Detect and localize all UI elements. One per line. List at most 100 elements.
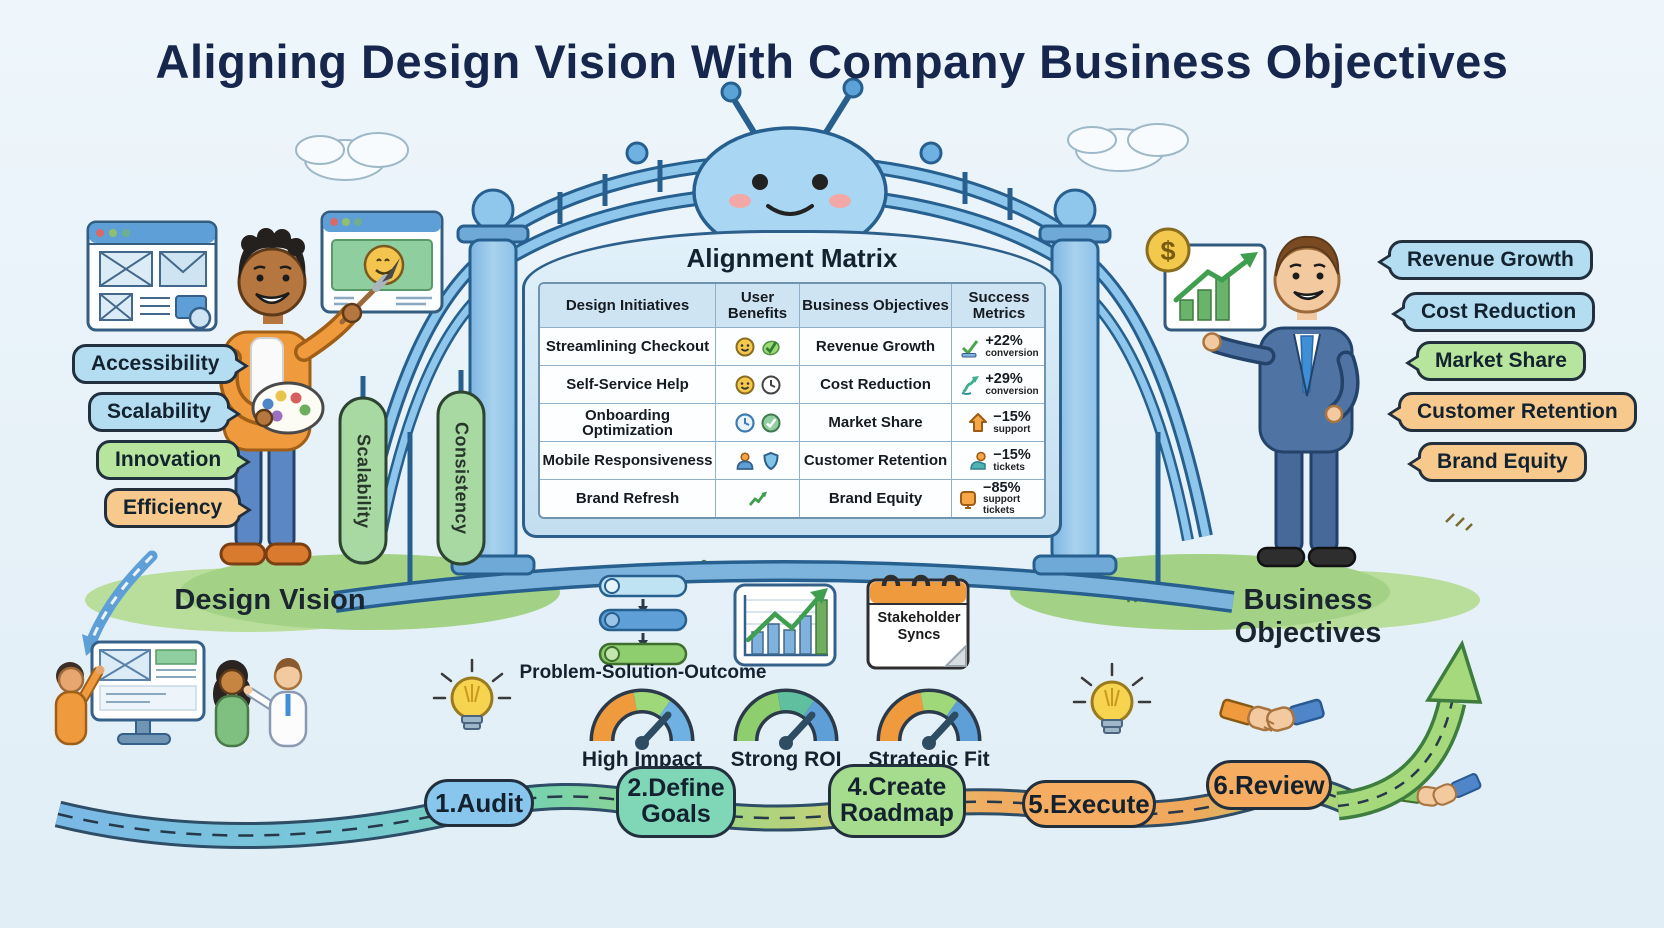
alignment-matrix-table: Design Initiatives User Benefits Busines… (538, 282, 1046, 519)
handshake-icon (1219, 698, 1325, 732)
benefits-cell (716, 442, 800, 480)
objective-cell: Customer Retention (800, 442, 952, 480)
teammate-figure (243, 658, 308, 748)
bar-chart-card-icon (733, 583, 837, 667)
design-value-bubble-innovation: Innovation (96, 440, 252, 480)
metric-label: conversion (985, 347, 1039, 359)
bridge-deck (333, 560, 1235, 613)
initiative-cell: Onboarding Optimization (540, 404, 716, 442)
gauge-label-strong-roi: Strong ROI (730, 748, 842, 771)
metric-label: tickets (993, 461, 1025, 473)
gauge-high-impact-icon (589, 688, 695, 750)
objective-bubble-market-share: Market Share (1405, 341, 1586, 381)
design-value-bubble-efficiency: Efficiency (104, 488, 253, 528)
presenter-figure (54, 662, 105, 746)
process-ribbon (54, 775, 1354, 850)
page-title: Aligning Design Vision With Company Busi… (155, 35, 1509, 88)
benefits-cell (716, 366, 800, 404)
metric-value: +22% (985, 333, 1023, 349)
smiley-window-icon (320, 210, 444, 314)
column-header: Design Initiatives (540, 284, 716, 328)
metric-cell: −85%support tickets (952, 479, 1044, 517)
metric-cell: −15%support (952, 404, 1044, 442)
initiative-cell: Mobile Responsiveness (540, 442, 716, 480)
meeting-scene (54, 550, 308, 748)
dollar-coin-icon: $ (1145, 227, 1191, 273)
metric-label: support tickets (983, 494, 1021, 516)
objective-bubble-revenue-growth: Revenue Growth (1377, 240, 1593, 280)
timeline-step-audit: 1.Audit (424, 779, 534, 827)
svg-text:$: $ (1160, 236, 1175, 266)
benefits-cell (716, 328, 800, 366)
check-bar-icon (961, 339, 979, 357)
benefits-cell (716, 480, 800, 517)
alignment-matrix-title: Alignment Matrix (686, 243, 898, 273)
calendar-icon (866, 574, 970, 670)
metric-cell: +22%conversion (952, 328, 1044, 366)
objective-bubble-customer-retention: Customer Retention (1387, 392, 1637, 432)
metric-value: −85% (983, 479, 1021, 496)
cloud-right-icon (1067, 123, 1189, 172)
calendar-label: Stakeholder Syncs (877, 610, 961, 643)
timeline-step-execute: 5.Execute (1022, 780, 1156, 828)
alignment-matrix-panel: Alignment Matrix Design Initiatives User… (522, 230, 1062, 538)
cloud-left-icon (295, 132, 409, 181)
initiative-cell: Streamlining Checkout (540, 328, 716, 366)
timeline-step-review: 6.Review (1206, 760, 1332, 810)
lightbulb-icon (1072, 662, 1152, 734)
objective-cell: Market Share (800, 404, 952, 442)
metric-label: support (993, 423, 1031, 435)
design-value-bubble-scalability: Scalability (88, 392, 241, 432)
businessman-character (1202, 235, 1360, 568)
timeline-step-roadmap: 4.Create Roadmap (828, 764, 966, 838)
globe-check-icon (761, 413, 780, 432)
gauge-strategic-fit-icon (876, 688, 982, 750)
up-arrow-icon (969, 412, 988, 432)
bridge-capsules (338, 370, 486, 566)
objective-cell: Revenue Growth (800, 328, 952, 366)
metric-cell: +29%conversion (952, 366, 1044, 404)
objective-bubble-cost-reduction: Cost Reduction (1390, 292, 1596, 332)
check-leaf-icon (761, 340, 780, 355)
column-header: User Benefits (716, 284, 800, 328)
agent-icon (970, 451, 986, 470)
metric-cell: −15%tickets (952, 442, 1044, 480)
clock-icon (761, 375, 780, 394)
smiley-icon (735, 375, 754, 394)
column-header: Business Objectives (800, 284, 952, 328)
flow-label: Problem-Solution-Outcome (519, 662, 767, 683)
gauge-strong-roi-icon (733, 688, 839, 750)
left-caption: Design Vision (174, 584, 366, 616)
presentation-monitor-icon (90, 640, 206, 745)
gauge-label-high-impact: High Impact (581, 748, 703, 771)
objective-cell: Cost Reduction (800, 366, 952, 404)
person-icon (736, 451, 753, 470)
right-caption: Business Objectives (1234, 584, 1382, 649)
growth-chart-icon: $ (1145, 227, 1267, 332)
metric-value: +29% (985, 371, 1023, 387)
column-header: Success Metrics (952, 284, 1044, 328)
smiley-icon (735, 337, 754, 356)
design-value-bubble-accessibility: Accessibility (72, 344, 250, 384)
wireframe-window-icon (86, 220, 218, 332)
screen-icon (960, 490, 976, 509)
objective-bubble-brand-equity: Brand Equity (1407, 442, 1587, 482)
capsule-label-left: Scalability (353, 433, 374, 529)
benefits-cell (716, 404, 800, 442)
capsule-label-right: Consistency (451, 422, 472, 535)
metric-value: −15% (993, 447, 1031, 463)
initiative-cell: Brand Refresh (540, 480, 716, 517)
rising-arrow-icon (961, 375, 980, 395)
objective-cell: Brand Equity (800, 480, 952, 517)
metric-value: −15% (993, 409, 1031, 425)
green-growth-arrow-icon (1336, 639, 1483, 821)
teammate-figure (213, 660, 251, 748)
lightbulb-icon (432, 658, 512, 730)
shield-icon (762, 451, 779, 470)
metric-label: conversion (985, 385, 1039, 397)
timeline-step-define: 2.Define Goals (616, 766, 736, 838)
trend-up-icon (748, 491, 767, 506)
clock-icon (734, 412, 755, 433)
